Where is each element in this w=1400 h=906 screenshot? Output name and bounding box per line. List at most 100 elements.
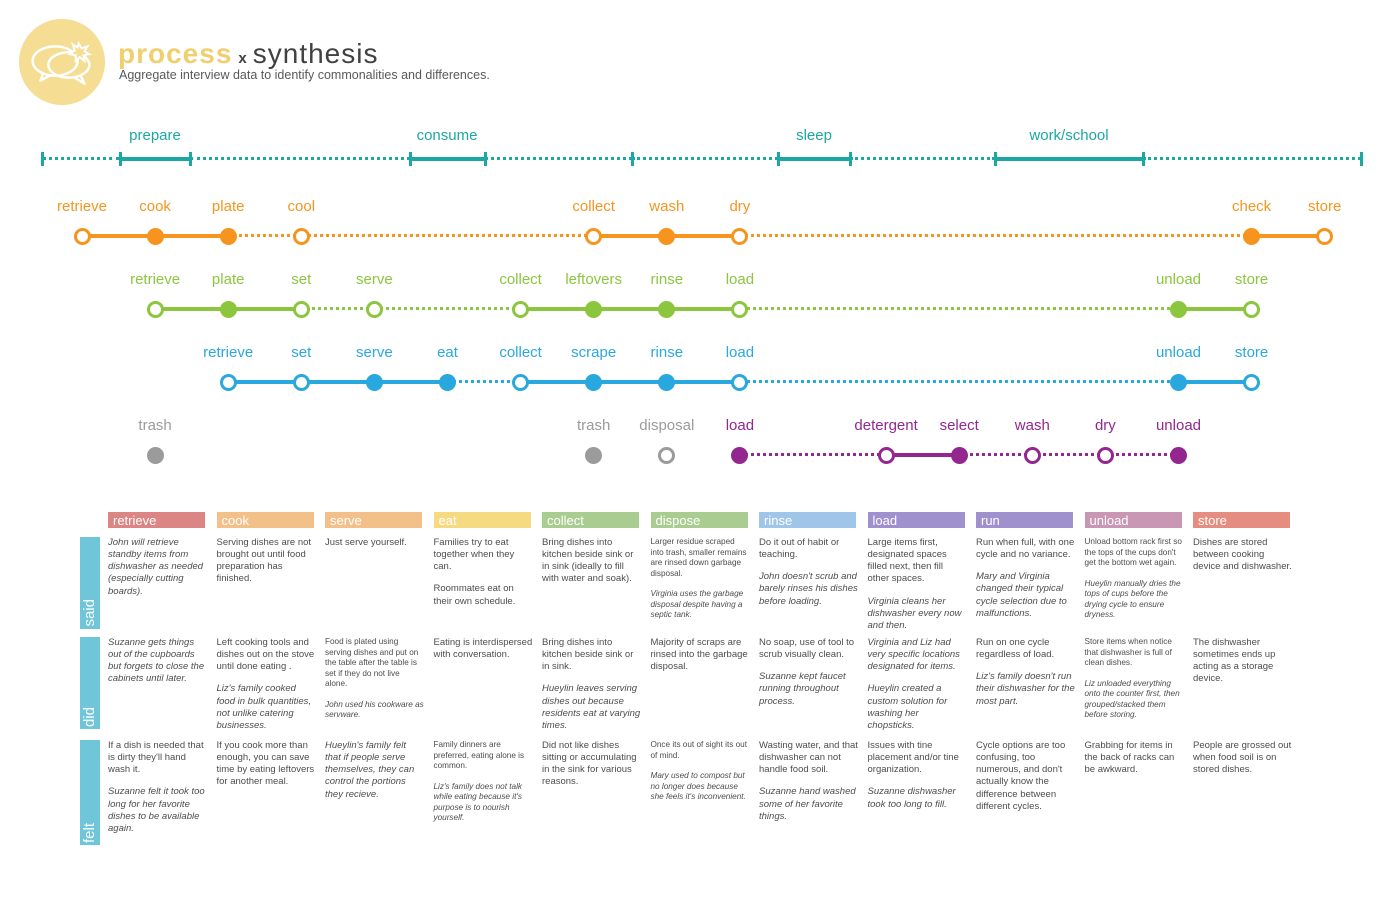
journey-orange-segment (666, 234, 740, 238)
journey-purple-segment (1105, 453, 1179, 456)
journey-green-segment (155, 307, 229, 311)
journey-green-node-leftovers (585, 300, 603, 318)
phase-tick (40, 151, 44, 166)
cell-text: Hueylin created a custom solution for wa… (867, 683, 948, 731)
journey-orange-segment (82, 234, 156, 238)
cell-text: Did not like dishes sitting or accumulat… (542, 740, 637, 788)
phase-tick (1359, 151, 1363, 166)
cell-did-eat: Eating is interdispersed with conversati… (434, 637, 533, 729)
journey-blue-step-label: eat (437, 344, 458, 361)
journey-blue-segment (666, 380, 740, 384)
journey-blue-step-label: set (291, 344, 312, 361)
journey-blue-step-label: collect (499, 344, 542, 361)
column-header-rinse: rinse (759, 512, 856, 528)
cell-did-retrieve: Suzanne gets things out of the cupboards… (108, 637, 207, 729)
cell-text: Hueylin manually dries the tops of cups … (1084, 578, 1181, 620)
journey-purple-segment (959, 453, 1033, 456)
row-label-said: said (80, 537, 100, 629)
journey-orange-segment (228, 234, 302, 237)
cell-text: John used his cookware as servware. (325, 699, 424, 720)
journey-green-step-label: store (1234, 271, 1269, 288)
journey-purple-step-label: wash (1014, 417, 1050, 434)
cell-text: Virginia uses the garbage disposal despi… (650, 589, 744, 619)
page-subtitle: Aggregate interview data to identify com… (119, 68, 490, 82)
cell-said-retrieve: John will retrieve standby items from di… (108, 537, 207, 629)
journey-purple-step-label: dry (1094, 417, 1116, 434)
cell-text: Food is plated using serving dishes and … (325, 637, 419, 688)
row-label-text: said (81, 599, 98, 627)
journey-blue-node-eat (439, 373, 456, 391)
cell-said-serve: Just serve yourself. (325, 537, 424, 629)
cell-did-unload: Store items when notice that dishwasher … (1085, 637, 1184, 729)
journey-blue-node-scrape (585, 373, 603, 391)
journey-green-step-label: retrieve (130, 271, 181, 288)
journey-orange-segment (301, 234, 594, 237)
cell-text: Liz's family cooked food in bulk quantit… (216, 683, 312, 731)
journey-purple-node-disposal (658, 446, 676, 464)
column-header-load: load (867, 512, 965, 528)
cell-felt-rinse: Wasting water, and that dishwasher can n… (759, 740, 858, 845)
cell-text: Dishes are stored between cooking device… (1193, 537, 1292, 573)
journey-orange-node-store (1316, 227, 1334, 245)
journey-purple-node-trash (585, 446, 603, 464)
journey-orange-node-dry (731, 227, 749, 245)
column-header-serve: serve (325, 512, 422, 528)
phase-dotted-line (42, 157, 120, 160)
journey-green-segment (593, 307, 667, 311)
journey-orange-step-label: dry (729, 198, 751, 215)
journey-green-step-label: plate (211, 271, 245, 288)
journey-green-node-rinse (658, 300, 676, 318)
journey-orange-node-cool (292, 227, 310, 245)
journey-purple-segment (739, 453, 887, 456)
journey-blue-segment (520, 380, 594, 384)
cell-said-eat: Families try to eat together when they c… (434, 537, 533, 629)
journey-green-node-serve (365, 300, 383, 318)
cell-felt-unload: Grabbing for items in the back of racks … (1085, 740, 1184, 845)
journey-green-node-set (292, 300, 310, 318)
journey-green-step-label: serve (356, 271, 393, 288)
cell-text: No soap, use of tool to scrub visually c… (759, 637, 855, 661)
journey-blue-node-retrieve (219, 373, 237, 391)
journey-green-step-label: load (725, 271, 755, 288)
journey-orange-node-plate (219, 227, 237, 245)
cell-text: Just serve yourself. (325, 537, 407, 548)
cell-felt-dispose: Once its out of sight its out of mind.Ma… (651, 740, 750, 845)
journey-green-step-label: set (291, 271, 312, 288)
journey-blue-segment (228, 380, 302, 384)
cell-text: The dishwasher sometimes ends up acting … (1193, 637, 1276, 685)
phase-solid-segment (778, 156, 850, 161)
cell-did-serve: Food is plated using serving dishes and … (325, 637, 424, 729)
phase-tick (776, 151, 780, 166)
journey-blue-step-label: store (1234, 344, 1269, 361)
journey-purple-step-label: trash (577, 417, 611, 434)
journey-purple-node-trash (146, 446, 164, 464)
journey-blue-step-label: rinse (650, 344, 684, 361)
journey-green-step-label: collect (499, 271, 542, 288)
cell-text: Run on one cycle regardless of load. (976, 637, 1055, 661)
phase-solid-segment (120, 156, 190, 161)
journey-blue-segment (1178, 380, 1252, 384)
cell-text: Bring dishes into kitchen beside sink or… (542, 637, 634, 673)
journey-green-node-collect (512, 300, 530, 318)
phase-dotted-line (485, 157, 632, 160)
cell-did-dispose: Majority of scraps are rinsed into the g… (651, 637, 750, 729)
journey-orange-segment (593, 234, 667, 238)
journey-blue-node-store (1243, 373, 1261, 391)
journey-green-step-label: unload (1155, 271, 1202, 288)
journey-blue-node-rinse (658, 373, 676, 391)
column-header-store: store (1193, 512, 1290, 528)
cell-text: If a dish is needed that is dirty they'l… (108, 740, 204, 776)
cell-text: Majority of scraps are rinsed into the g… (650, 637, 748, 673)
phase-solid-segment (410, 156, 485, 161)
cell-felt-collect: Did not like dishes sitting or accumulat… (542, 740, 641, 845)
journey-green-node-plate (219, 300, 237, 318)
cell-text: John doesn't scrub and barely rinses his… (759, 571, 858, 607)
cell-text: Serving dishes are not brought out until… (216, 537, 312, 585)
cell-text: Families try to eat together when they c… (433, 537, 515, 573)
journey-orange-step-label: retrieve (56, 198, 108, 215)
cell-text: Eating is interdispersed with conversati… (433, 637, 533, 661)
journey-green-node-store (1243, 300, 1261, 318)
cell-text: Do it out of habit or teaching. (759, 537, 840, 561)
journey-green-segment (739, 307, 1179, 310)
